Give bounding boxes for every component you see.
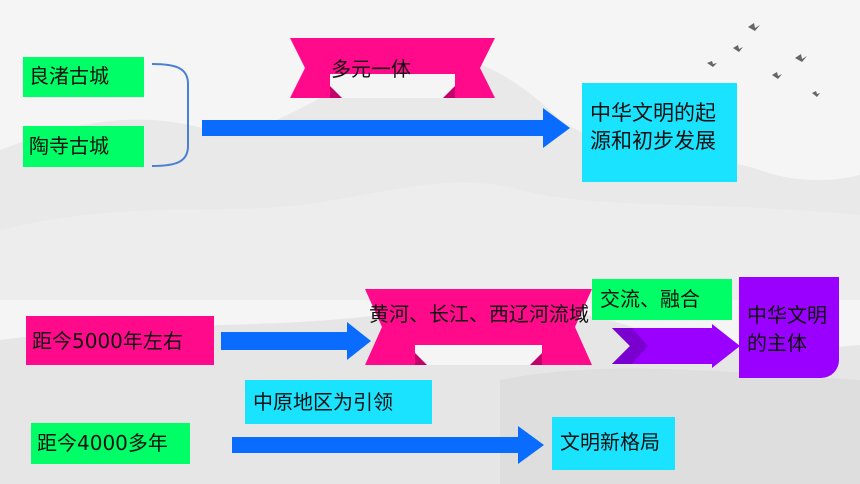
node-4000-years-label: 距今4000多年 — [37, 431, 168, 455]
node-exchange-label: 交流、融合 — [600, 287, 700, 311]
arrow-to-origin — [202, 108, 570, 148]
node-exchange: 交流、融合 — [592, 279, 732, 320]
node-main-body-label: 中华文明的主体 — [747, 303, 827, 355]
node-5000-years: 距今5000年左右 — [26, 316, 214, 365]
node-5000-years-label: 距今5000年左右 — [32, 329, 183, 353]
brace-connector — [151, 63, 189, 167]
node-taosi-label: 陶寺古城 — [29, 134, 109, 158]
ribbon-duoyuan — [290, 38, 495, 98]
ribbon-duoyuan-label: 多元一体 — [331, 57, 411, 81]
node-main-body: 中华文明的主体 — [739, 277, 839, 378]
node-central-plains-label: 中原地区为引领 — [253, 390, 393, 414]
birds-icon — [707, 23, 820, 97]
ribbon-rivers-label: 黄河、长江、西辽河流域 — [369, 302, 589, 326]
node-new-pattern: 文明新格局 — [552, 417, 675, 470]
node-origin-label: 中华文明的起源和初步发展 — [590, 101, 716, 153]
node-taosi: 陶寺古城 — [23, 126, 144, 167]
node-origin: 中华文明的起源和初步发展 — [582, 83, 737, 182]
node-central-plains: 中原地区为引领 — [245, 380, 432, 424]
arrow-to-main-body — [612, 324, 740, 368]
arrow-to-new-pattern — [232, 426, 544, 464]
node-liangzhu-label: 良渚古城 — [29, 64, 109, 88]
arrow-to-rivers — [221, 322, 371, 360]
ribbon-rivers — [365, 289, 592, 365]
node-4000-years: 距今4000多年 — [31, 423, 190, 464]
node-liangzhu: 良渚古城 — [23, 57, 144, 97]
node-new-pattern-label: 文明新格局 — [560, 430, 660, 454]
